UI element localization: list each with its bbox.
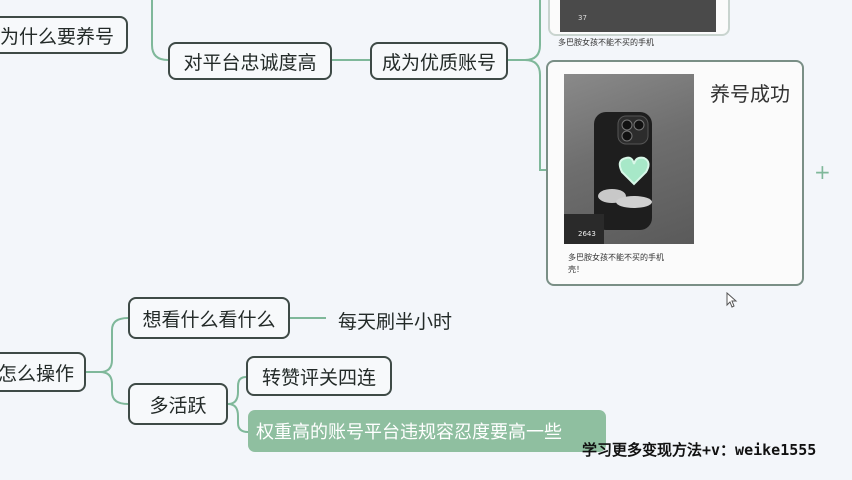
watch-anything-node[interactable]: 想看什么看什么 bbox=[128, 297, 290, 339]
success-card-title: 养号成功 bbox=[710, 82, 790, 106]
weight-tolerance-node[interactable]: 权重高的账号平台违规容忍度要高一些 bbox=[248, 410, 606, 452]
success-card-caption-line1: 多巴胺女孩不能不买的手机 bbox=[568, 253, 664, 262]
why-raise-account-node[interactable]: 为什么要养号 bbox=[0, 16, 128, 54]
phone-case-illustration bbox=[564, 112, 652, 244]
top-image-card[interactable]: 37 bbox=[548, 0, 730, 36]
daily-half-hour-text[interactable]: 每天刷半小时 bbox=[338, 311, 453, 333]
watermark-text: 学习更多变现方法+v：weike1555 bbox=[582, 441, 817, 459]
success-image-card[interactable]: 养号成功 2643 多巴胺女孩不能不买的手机 壳！ bbox=[546, 60, 804, 286]
four-actions-node[interactable]: 转赞评关四连 bbox=[246, 356, 392, 396]
how-to-operate-node[interactable]: 怎么操作 bbox=[0, 352, 86, 392]
quality-account-node[interactable]: 成为优质账号 bbox=[370, 42, 508, 80]
success-card-caption-line2: 壳！ bbox=[568, 265, 584, 274]
be-active-node[interactable]: 多活跃 bbox=[128, 383, 228, 425]
top-card-views: 37 bbox=[578, 14, 587, 22]
top-card-photo: 37 bbox=[560, 0, 716, 32]
mouse-cursor-icon bbox=[726, 292, 738, 308]
success-card-caption: 多巴胺女孩不能不买的手机 壳！ bbox=[568, 252, 664, 276]
add-node-plus-icon[interactable]: + bbox=[814, 160, 831, 184]
success-card-views: 2643 bbox=[578, 230, 596, 238]
platform-loyalty-node[interactable]: 对平台忠诚度高 bbox=[168, 42, 332, 80]
success-card-photo: 2643 bbox=[564, 74, 694, 244]
top-card-caption: 多巴胺女孩不能不买的手机 bbox=[558, 38, 654, 47]
